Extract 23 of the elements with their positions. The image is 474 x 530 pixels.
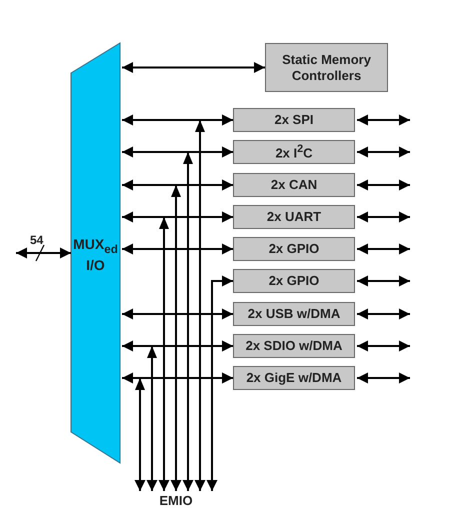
peripheral-box — [233, 205, 355, 229]
block-label: 2x GigE w/DMA — [246, 370, 342, 386]
block-label: 2x I$^{2}$C — [275, 143, 313, 161]
peripheral-box — [233, 140, 355, 164]
block-label: 2x UART — [266, 209, 322, 225]
peripheral-box — [233, 237, 355, 261]
peripheral-box — [233, 173, 355, 197]
block-label: 2x USB w/DMA — [248, 306, 340, 322]
mux-label: MUX$_{ed}$ I/O — [72, 236, 119, 274]
block-label: 2x GPIO — [268, 273, 320, 289]
block-label: 2x CAN — [270, 177, 318, 193]
peripheral-box — [233, 334, 355, 358]
bus-label: EMIO — [159, 493, 193, 509]
peripheral-box — [265, 43, 388, 92]
edge-label: 54 — [30, 233, 44, 247]
peripheral-box — [233, 108, 355, 132]
block-label: 2x GPIO — [268, 241, 320, 257]
peripheral-box — [233, 366, 355, 390]
peripheral-box — [233, 302, 355, 326]
peripheral-box — [233, 269, 355, 293]
block-label: 2x SDIO w/DMA — [246, 338, 342, 354]
block-label: Static Memory Controllers — [281, 52, 372, 84]
block-label: 2x SPI — [274, 112, 314, 128]
